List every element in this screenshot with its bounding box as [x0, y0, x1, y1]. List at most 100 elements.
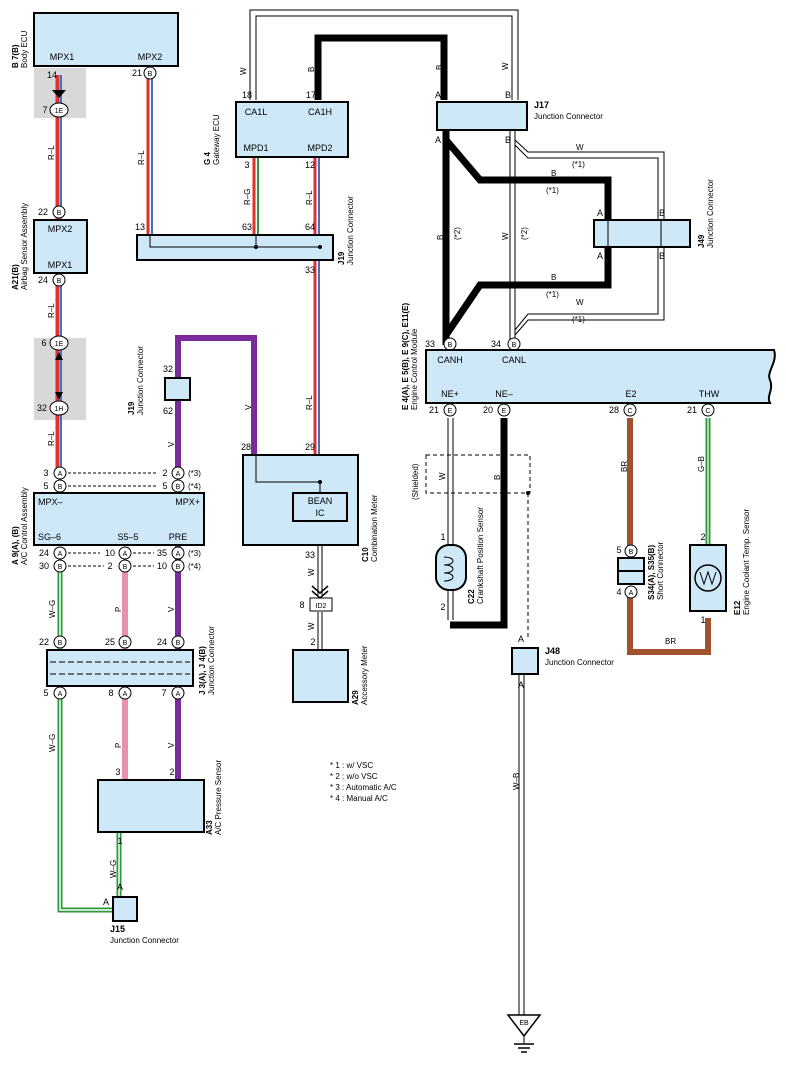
ecm-box [425, 349, 776, 404]
svg-text:E: E [448, 408, 453, 415]
ac-control-box [33, 492, 205, 546]
wire-w-j49 [514, 139, 665, 336]
body-ecu-pin14: 14 [47, 70, 57, 80]
svg-text:1H: 1H [55, 406, 64, 413]
svg-text:MPX2: MPX2 [48, 224, 73, 234]
j15-box [112, 896, 138, 922]
svg-text:* 3 : Automatic A/C: * 3 : Automatic A/C [330, 783, 397, 792]
body-ecu-mpx1: MPX1 [50, 52, 75, 62]
svg-text:J48: J48 [545, 646, 560, 656]
svg-text:Junction Connector: Junction Connector [136, 346, 145, 415]
svg-text:2: 2 [162, 468, 167, 478]
svg-text:20: 20 [483, 405, 493, 415]
svg-text:3: 3 [43, 468, 48, 478]
svg-text:P: P [114, 743, 123, 748]
coolant-sensor-box [689, 544, 727, 612]
svg-text:E2: E2 [625, 389, 636, 399]
wire-b-j49-top [443, 137, 612, 220]
svg-text:R–L: R–L [137, 150, 146, 165]
svg-text:2: 2 [700, 532, 705, 542]
svg-text:62: 62 [163, 406, 173, 416]
svg-text:A/C Pressure Sensor: A/C Pressure Sensor [214, 760, 223, 835]
svg-text:Short Connector: Short Connector [656, 541, 665, 600]
svg-text:CANH: CANH [437, 355, 463, 365]
j19-mid-box [164, 377, 191, 401]
svg-text:B: B [659, 208, 665, 218]
svg-text:W–B: W–B [512, 773, 521, 790]
svg-text:21: 21 [132, 68, 142, 78]
svg-text:MPD1: MPD1 [243, 143, 268, 153]
wire-w-meter [317, 545, 323, 650]
svg-text:V: V [167, 441, 176, 447]
svg-text:CA1H: CA1H [308, 107, 332, 117]
svg-text:(*2): (*2) [453, 227, 462, 240]
svg-text:W: W [438, 472, 447, 480]
svg-text:B: B [435, 65, 444, 70]
j3-j4-box [46, 649, 194, 687]
svg-text:B: B [123, 564, 128, 571]
j3-j4-pins-bottom: A5 A8 A7 [43, 686, 185, 700]
conn-1e-top [49, 102, 69, 118]
svg-text:V: V [167, 742, 176, 748]
svg-text:CA1L: CA1L [245, 107, 268, 117]
svg-text:7: 7 [161, 688, 166, 698]
svg-text:Airbag Sensor Assembly: Airbag Sensor Assembly [20, 203, 29, 290]
wire-rl-mpx2 [146, 70, 153, 238]
svg-text:(Shielded): (Shielded) [411, 463, 420, 500]
svg-text:W: W [501, 232, 510, 240]
svg-text:C22: C22 [467, 589, 476, 604]
svg-text:21: 21 [429, 405, 439, 415]
svg-text:5: 5 [162, 481, 167, 491]
svg-text:24: 24 [38, 275, 48, 285]
svg-text:A: A [518, 680, 524, 690]
body-ecu-name: Body ECU [20, 30, 29, 68]
svg-text:4: 4 [616, 587, 621, 597]
svg-text:(*3): (*3) [188, 469, 201, 478]
ground-eb-icon [506, 1014, 542, 1038]
svg-text:P: P [114, 607, 123, 612]
svg-text:B: B [493, 475, 502, 480]
svg-text:A: A [176, 691, 181, 698]
svg-text:A: A [123, 551, 128, 558]
wire-w-canl [509, 130, 516, 345]
svg-text:BR: BR [620, 461, 629, 472]
svg-text:W: W [501, 62, 510, 70]
svg-text:S5–5: S5–5 [117, 532, 138, 542]
svg-text:1: 1 [700, 615, 705, 625]
svg-text:G 4: G 4 [203, 152, 212, 165]
svg-text:Junction Connector: Junction Connector [207, 626, 216, 695]
svg-text:34: 34 [491, 339, 501, 349]
svg-text:B: B [307, 67, 316, 72]
svg-text:B: B [448, 342, 453, 349]
svg-text:A: A [176, 471, 181, 478]
j48-box [511, 647, 539, 675]
svg-text:Crankshaft Position Sensor: Crankshaft Position Sensor [476, 507, 485, 604]
svg-text:5: 5 [43, 481, 48, 491]
svg-text:B: B [148, 71, 153, 78]
svg-text:28: 28 [609, 405, 619, 415]
svg-text:B: B [57, 210, 62, 217]
svg-text:64: 64 [305, 222, 315, 232]
svg-text:J49: J49 [697, 234, 706, 248]
svg-text:B: B [57, 278, 62, 285]
airbag-sensor-box [33, 219, 88, 274]
svg-text:25: 25 [105, 637, 115, 647]
svg-text:(*2): (*2) [520, 227, 529, 240]
svg-text:B: B [505, 135, 511, 145]
svg-text:Junction Connector: Junction Connector [110, 936, 179, 945]
svg-text:A: A [117, 882, 123, 892]
wire-rl-mpd2 [313, 130, 320, 455]
wire-wb [518, 675, 525, 1015]
svg-text:CANL: CANL [502, 355, 526, 365]
svg-text:(*4): (*4) [188, 482, 201, 491]
svg-text:A: A [597, 208, 603, 218]
svg-text:R–L: R–L [47, 431, 56, 446]
svg-text:J17: J17 [534, 100, 549, 110]
svg-text:J19: J19 [337, 251, 346, 265]
svg-text:B: B [176, 640, 181, 647]
svg-text:2: 2 [169, 767, 174, 777]
svg-text:Combination Meter: Combination Meter [370, 494, 379, 562]
svg-text:R–G: R–G [243, 189, 252, 205]
svg-text:IC: IC [316, 508, 326, 518]
wire-wg [57, 565, 122, 913]
